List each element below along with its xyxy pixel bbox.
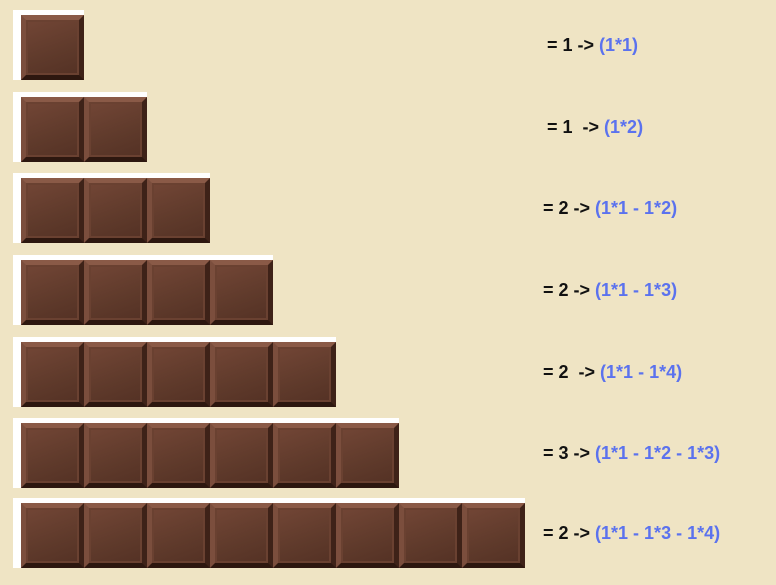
chocolate-piece (21, 423, 84, 488)
chocolate-piece (210, 503, 273, 568)
row-label: = 2 -> (1*1 - 1*3 - 1*4) (543, 523, 720, 544)
chocolate-pieces (21, 260, 273, 325)
chocolate-piece (84, 178, 147, 243)
chocolate-piece (84, 342, 147, 407)
chocolate-piece (21, 15, 84, 80)
result-text: = 2 -> (543, 280, 596, 300)
result-text: = 2 -> (543, 198, 596, 218)
chocolate-piece (273, 423, 336, 488)
row-label: = 2 -> (1*1 - 1*3) (543, 280, 677, 301)
expression-text: (1*2) (604, 117, 644, 137)
expression-text: (1*1 - 1*3) (595, 280, 678, 300)
chocolate-piece (210, 342, 273, 407)
chocolate-piece (273, 503, 336, 568)
chocolate-piece (21, 260, 84, 325)
row-label: = 3 -> (1*1 - 1*2 - 1*3) (543, 443, 720, 464)
result-text: = 1 -> (547, 117, 605, 137)
chocolate-piece (147, 423, 210, 488)
chocolate-piece (462, 503, 525, 568)
chocolate-piece (21, 178, 84, 243)
result-text: = 2 -> (543, 362, 601, 382)
chocolate-piece (210, 260, 273, 325)
chocolate-piece (21, 97, 84, 162)
chocolate-pieces (21, 15, 84, 80)
expression-text: (1*1 - 1*3 - 1*4) (595, 523, 721, 543)
result-text: = 3 -> (543, 443, 596, 463)
chocolate-piece (84, 97, 147, 162)
row-label: = 2 -> (1*1 - 1*4) (543, 362, 682, 383)
chocolate-piece (21, 342, 84, 407)
row-label: = 2 -> (1*1 - 1*2) (543, 198, 677, 219)
expression-text: (1*1 - 1*4) (600, 362, 683, 382)
row-label: = 1 -> (1*1) (547, 35, 638, 56)
chocolate-pieces (21, 342, 336, 407)
chocolate-piece (84, 503, 147, 568)
chocolate-piece (147, 178, 210, 243)
chocolate-piece (147, 342, 210, 407)
chocolate-pieces (21, 178, 210, 243)
chocolate-piece (336, 423, 399, 488)
result-text: = 2 -> (543, 523, 596, 543)
chocolate-piece (273, 342, 336, 407)
row-label: = 1 -> (1*2) (547, 117, 643, 138)
chocolate-pieces (21, 423, 399, 488)
expression-text: (1*1 - 1*2 - 1*3) (595, 443, 721, 463)
chocolate-piece (147, 503, 210, 568)
chocolate-piece (84, 423, 147, 488)
chocolate-piece (210, 423, 273, 488)
chocolate-piece (84, 260, 147, 325)
expression-text: (1*1) (599, 35, 639, 55)
chocolate-pieces (21, 503, 525, 568)
chocolate-piece (21, 503, 84, 568)
chocolate-pieces (21, 97, 147, 162)
chocolate-piece (399, 503, 462, 568)
expression-text: (1*1 - 1*2) (595, 198, 678, 218)
chocolate-piece (336, 503, 399, 568)
chocolate-piece (147, 260, 210, 325)
result-text: = 1 -> (547, 35, 600, 55)
